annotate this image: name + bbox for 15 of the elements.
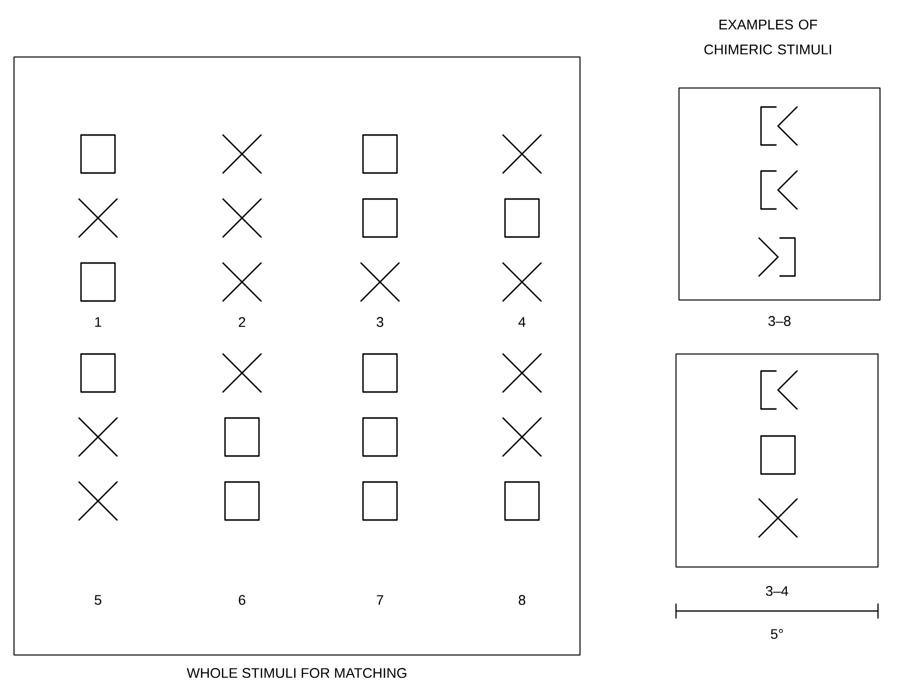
node-label: 3–8 — [768, 316, 791, 326]
stimulus-number: 3 — [376, 317, 384, 327]
stimulus-number: 6 — [238, 595, 246, 605]
scale-label: 5° — [770, 629, 783, 639]
heading: EXAMPLES OF CHIMERIC STIMULI — [704, 20, 832, 54]
stimulus-number: 1 — [95, 317, 102, 327]
stimulus-panel: 3–8 — [678, 88, 880, 326]
node-label: WHOLE STIMULI FOR MATCHING — [186, 668, 406, 678]
stimulus-number: 5 — [94, 595, 102, 605]
stimulus-number: 8 — [518, 595, 526, 605]
stimulus-panel: 3–4 — [676, 354, 878, 596]
stimulus-number: 2 — [238, 317, 246, 327]
node-label: 3–4 — [766, 586, 788, 596]
stimulus-number: 7 — [376, 595, 384, 605]
stimulus-number: 4 — [518, 317, 526, 327]
